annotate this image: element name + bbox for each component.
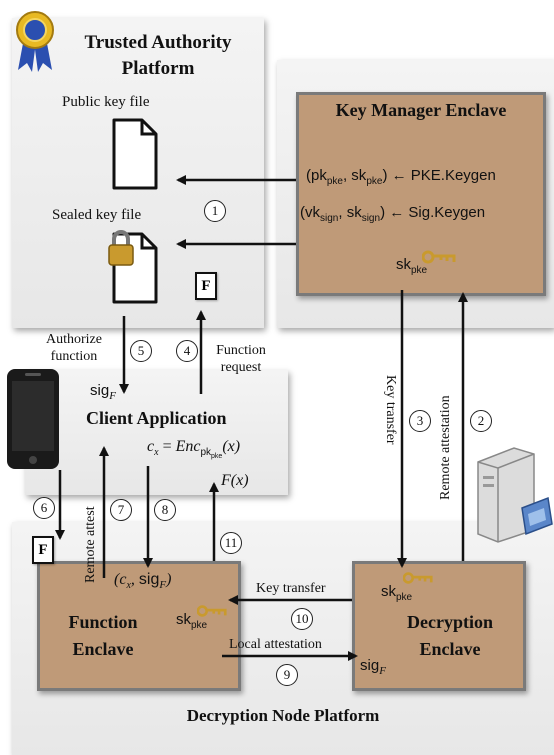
authorize-label-line2: function — [50, 349, 98, 364]
function-file-icon: F — [195, 272, 217, 300]
step-7: 7 — [110, 499, 132, 521]
function-request-label: Function request — [208, 342, 274, 376]
function-request-line2: request — [220, 360, 262, 375]
step-5: 5 — [130, 340, 152, 362]
trusted-authority-title: Trusted Authority Platform — [58, 30, 258, 82]
function-enclave — [37, 561, 241, 691]
step-6: 6 — [33, 497, 55, 519]
function-enclave-title-line1: Function — [68, 612, 138, 632]
decryption-enclave-sk-pke: skpke — [381, 583, 413, 603]
function-request-line1: Function — [216, 343, 266, 358]
key-icon — [403, 572, 433, 584]
key-icon — [197, 605, 227, 617]
decryption-enclave — [352, 561, 526, 691]
sig-keygen-line: (vksign, sksign) ← Sig.Keygen — [300, 204, 486, 224]
step-2: 2 — [470, 410, 492, 432]
smartphone-icon — [7, 369, 59, 469]
step-1: 1 — [204, 200, 226, 222]
decryption-enclave-title-line1: Decryption — [407, 612, 493, 632]
function-enclave-sk-pke: skpke — [176, 611, 208, 631]
step-11: 11 — [220, 532, 242, 554]
authorize-function-label: Authorize function — [46, 331, 102, 365]
client-enc-formula: cx = Encpkpke(x) — [147, 438, 241, 461]
key-manager-sk-pke: skpke — [396, 256, 428, 276]
key-transfer-vertical-label: Key transfer — [383, 375, 398, 445]
award-ribbon-icon — [16, 11, 54, 72]
decryption-enclave-title-line2: Enclave — [419, 639, 481, 659]
server-icon — [477, 447, 553, 543]
step-8: 8 — [154, 499, 176, 521]
function-enclave-title: Function Enclave — [48, 609, 158, 663]
client-application-panel — [25, 370, 288, 495]
step-4: 4 — [176, 340, 198, 362]
key-icon — [422, 250, 456, 264]
trusted-authority-title-line1: Trusted Authority — [84, 32, 232, 53]
padlock-icon — [108, 230, 134, 266]
function-file-icon: F — [32, 536, 54, 564]
remote-attestation-vertical-label: Remote attestation — [438, 395, 453, 500]
client-fx: F(x) — [221, 472, 249, 489]
public-key-document-icon — [112, 118, 158, 190]
decryption-enclave-title: Decryption Enclave — [390, 609, 510, 663]
decryption-node-platform-title: Decryption Node Platform — [186, 706, 380, 725]
sealed-key-file-label: Sealed key file — [52, 207, 142, 223]
key-manager-enclave — [296, 92, 546, 296]
step-10: 10 — [291, 608, 313, 630]
trusted-authority-title-line2: Platform — [121, 58, 195, 79]
client-application-title: Client Application — [86, 408, 227, 428]
local-attestation-label: Local attestation — [229, 637, 322, 652]
step-9: 9 — [276, 664, 298, 686]
authorize-label-line1: Authorize — [46, 332, 102, 347]
client-sig-f: sigF — [90, 382, 116, 402]
key-transfer-horizontal-label: Key transfer — [256, 581, 326, 596]
pke-keygen-line: (pkpke, skpke) ← PKE.Keygen — [306, 167, 496, 187]
function-enclave-input: (cx, sigF) — [114, 571, 172, 592]
public-key-file-label: Public key file — [62, 94, 150, 110]
remote-attest-vertical-label: Remote attest — [83, 506, 98, 583]
key-manager-enclave-title: Key Manager Enclave — [335, 100, 507, 120]
step-3: 3 — [409, 410, 431, 432]
function-enclave-title-line2: Enclave — [72, 639, 134, 659]
decryption-enclave-sig-f: sigF — [360, 657, 386, 677]
